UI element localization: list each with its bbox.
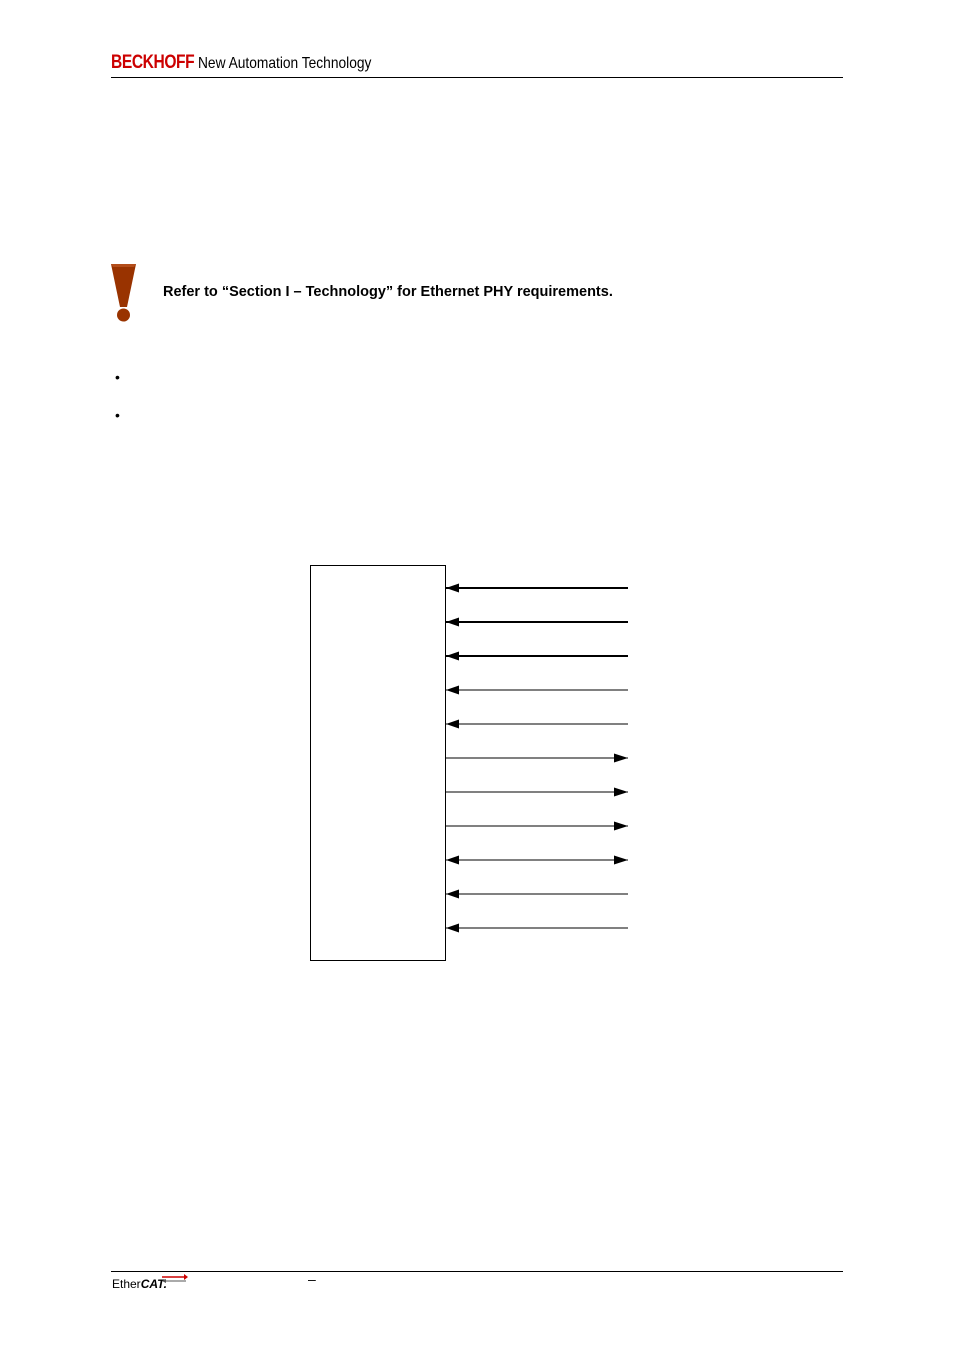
logo-suffix: CAT. [140,1277,167,1291]
footer-rule [111,1271,843,1272]
note-text: Refer to “Section I – Technology” for Et… [163,284,613,300]
bullet-marker: • [115,369,120,385]
arrowhead-left [446,719,459,729]
logo-prefix: Ether [112,1277,141,1291]
arrowhead-left [446,923,459,933]
arrowhead-left [446,855,459,865]
ethercat-logo: EtherCAT. [112,1274,192,1294]
brand-tagline: New Automation Technology [197,55,371,72]
ethercat-arrows-icon [162,1274,188,1283]
arrowhead-right [614,753,628,763]
bullet-marker: • [115,407,120,423]
arrowhead-left [446,617,459,627]
arrowhead-left [446,685,459,695]
arrowhead-left [446,583,459,593]
brand-name: BECKHOFF [111,52,195,73]
device-block [310,565,446,961]
signal-diagram [310,565,628,961]
arrowhead-right [614,821,628,831]
arrowhead-left [446,889,459,899]
arrowhead-right [614,787,628,797]
header-rule [111,77,843,78]
arrowhead-left [446,651,459,661]
header-logo: BECKHOFF New Automation Technology [111,52,399,74]
exclamation-icon [111,264,136,322]
footer-dash: – [308,1271,316,1287]
arrowhead-right [614,855,628,865]
